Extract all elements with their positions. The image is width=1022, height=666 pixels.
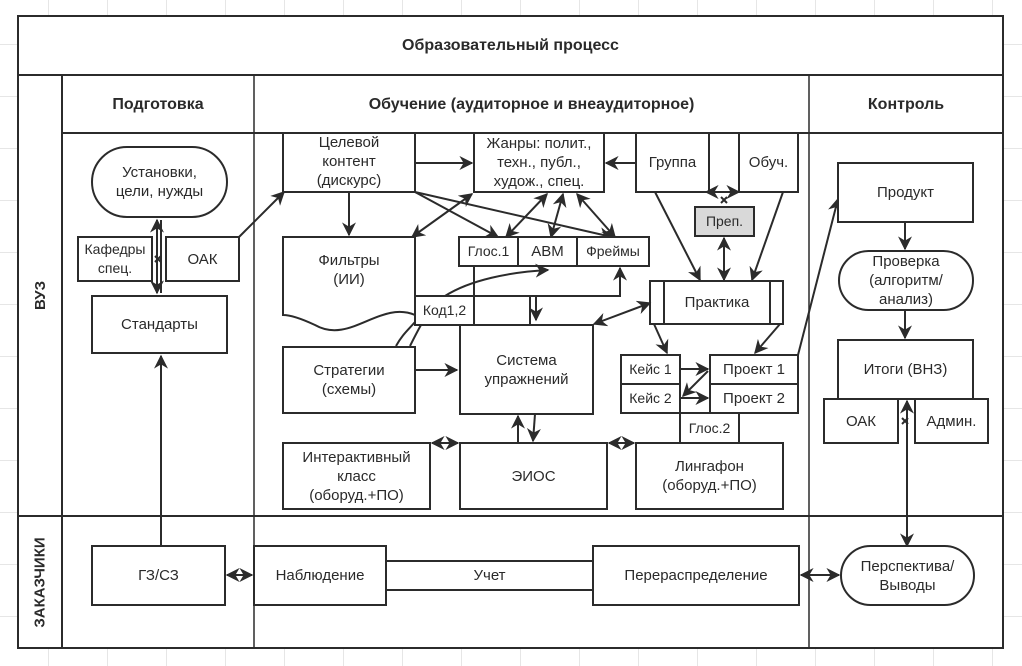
column-header-preparation: Подготовка	[112, 95, 204, 113]
frames-node-shape	[576, 236, 650, 267]
node-project2[interactable]: Проект 2	[723, 390, 785, 407]
oak-right-node-shape	[823, 398, 899, 444]
node-perspective[interactable]: Перспектива/ Выводы	[860, 557, 955, 594]
strategies-node-shape	[282, 346, 416, 414]
genres-node-shape	[473, 132, 605, 193]
oak-left-node-shape	[165, 236, 240, 282]
node-oak-right[interactable]: ОАК	[845, 412, 877, 430]
node-group[interactable]: Группа	[648, 154, 697, 171]
node-interactive-class[interactable]: Интерактивный класс (оборуд.+ПО)	[302, 448, 411, 504]
node-check[interactable]: Проверка (алгоритм/ анализ)	[869, 253, 943, 308]
node-strategies[interactable]: Стратегии (схемы)	[313, 362, 385, 398]
filters-node-shape	[282, 236, 416, 332]
departments-node-shape	[77, 236, 153, 282]
column-header-learning: Обучение (аудиторное и внеаудиторное)	[368, 95, 695, 113]
node-abm[interactable]: АВМ	[531, 243, 564, 260]
target-content-node-shape	[282, 132, 416, 193]
node-product[interactable]: Продукт	[877, 184, 934, 201]
node-case2[interactable]: Кейс 2	[629, 390, 672, 406]
node-exercise-system[interactable]: Система упражнений	[484, 351, 569, 388]
product-node-shape	[837, 162, 974, 223]
node-oak-left[interactable]: ОАК	[187, 250, 218, 268]
accounting-node-shape	[385, 560, 594, 591]
abm-node-shape	[517, 236, 578, 267]
project2-node-shape	[709, 383, 799, 414]
node-teacher[interactable]: Преп.	[705, 213, 744, 229]
node-case1[interactable]: Кейс 1	[629, 361, 672, 377]
lane-label-customers: ЗАКАЗЧИКИ	[31, 536, 49, 628]
perspective-node-shape	[840, 545, 975, 606]
lane-label-university: ВУЗ	[31, 281, 49, 310]
node-gz-sz[interactable]: ГЗ/СЗ	[138, 567, 179, 584]
node-results[interactable]: Итоги (ВНЗ)	[863, 361, 948, 378]
node-code[interactable]: Код1,2	[422, 302, 467, 318]
lingaphone-node-shape	[635, 442, 784, 510]
node-learner[interactable]: Обуч.	[748, 154, 789, 171]
redistribution-node-shape	[592, 545, 800, 606]
observation-node-shape	[253, 545, 387, 606]
practice-node-shape	[649, 280, 784, 325]
node-project1[interactable]: Проект 1	[723, 361, 785, 378]
exercise-system-node-shape	[459, 324, 594, 415]
node-goals[interactable]: Установки, цели, нужды	[115, 164, 204, 200]
node-frames[interactable]: Фреймы	[586, 243, 640, 259]
node-practice[interactable]: Практика	[684, 294, 750, 311]
teacher-node-shape	[694, 206, 755, 237]
node-eios[interactable]: ЭИОС	[511, 467, 556, 485]
code-node-shape	[414, 295, 475, 326]
node-admin[interactable]: Админ.	[926, 412, 977, 430]
goals-node-shape	[91, 146, 228, 218]
case2-node-shape	[620, 383, 681, 414]
eios-node-shape	[459, 442, 608, 510]
node-departments[interactable]: Кафедры спец.	[84, 241, 146, 276]
standards-node-shape	[91, 295, 228, 354]
lane-university: ВУЗ	[18, 75, 62, 516]
node-genres[interactable]: Жанры: полит., техн., публ., худож., спе…	[486, 135, 592, 190]
results-node-shape	[837, 339, 974, 400]
node-filters[interactable]: Фильтры (ИИ)	[318, 252, 380, 288]
lane-customers: ЗАКАЗЧИКИ	[18, 516, 62, 648]
node-redistribution[interactable]: Перераспределение	[624, 567, 768, 584]
interactive-class-node-shape	[282, 442, 431, 510]
node-lingaphone[interactable]: Лингафон (оборуд.+ПО)	[662, 458, 757, 494]
node-glossary1[interactable]: Глос.1	[467, 243, 510, 259]
learner-node-shape	[738, 132, 799, 193]
glossary2-node-shape	[679, 412, 740, 444]
diagram-title: Образовательный процесс	[402, 37, 619, 54]
node-standards[interactable]: Стандарты	[121, 316, 198, 333]
node-accounting[interactable]: Учет	[473, 567, 506, 584]
node-observation[interactable]: Наблюдение	[275, 567, 365, 584]
node-glossary2[interactable]: Глос.2	[688, 419, 731, 436]
node-target-content[interactable]: Целевой контент (дискурс)	[316, 134, 382, 189]
gz-sz-node-shape	[91, 545, 226, 606]
admin-node-shape	[914, 398, 989, 444]
column-header-control: Контроль	[867, 95, 945, 113]
